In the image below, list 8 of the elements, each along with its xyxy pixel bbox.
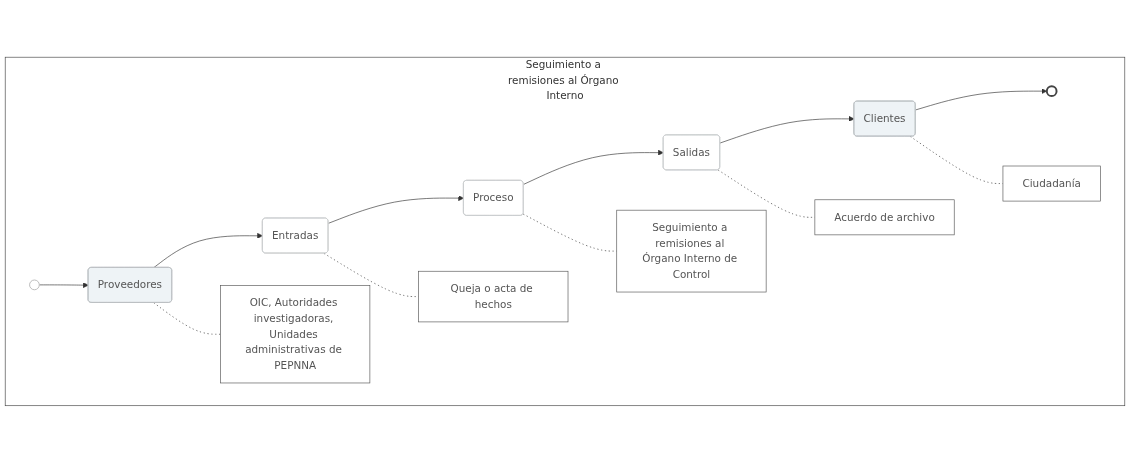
node-box: Acuerdo de archivo	[814, 199, 955, 235]
connector	[323, 252, 419, 297]
node-circle	[1045, 84, 1058, 97]
node-box: OIC, Autoridades investigadoras, Unidades administrativas de PEPNNA	[220, 284, 371, 383]
node-box: Ciudadanía	[1002, 165, 1101, 201]
node-circle	[29, 279, 40, 290]
node-box: Seguimiento a remisiones al Órgano Interno de Control	[616, 209, 767, 292]
node-box: Queja o acta de hechos	[418, 270, 569, 322]
